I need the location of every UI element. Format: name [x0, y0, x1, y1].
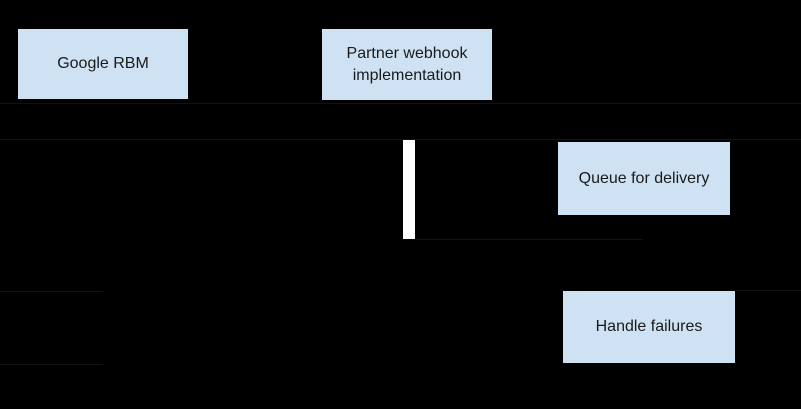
message-line-top [0, 103, 801, 104]
activation-bar [403, 140, 415, 239]
fragment-border-line [0, 139, 801, 140]
node-handle-failures-label: Handle failures [595, 318, 703, 335]
node-handle-failures: Handle failures [563, 291, 735, 363]
fragment-border-mid-right [735, 290, 801, 291]
node-queue-for-delivery: Queue for delivery [558, 142, 730, 215]
node-queue-for-delivery-label: Queue for delivery [578, 169, 710, 187]
fragment-border-bottom-left [0, 364, 103, 365]
message-line-queue [415, 239, 643, 240]
participant-google-rbm-label: Google RBM [57, 55, 149, 72]
fragment-border-mid-left [0, 291, 103, 292]
participant-google-rbm: Google RBM [18, 29, 188, 99]
participant-partner-webhook: Partner webhook implementation [322, 29, 492, 100]
participant-partner-webhook-label: Partner webhook implementation [346, 44, 468, 84]
